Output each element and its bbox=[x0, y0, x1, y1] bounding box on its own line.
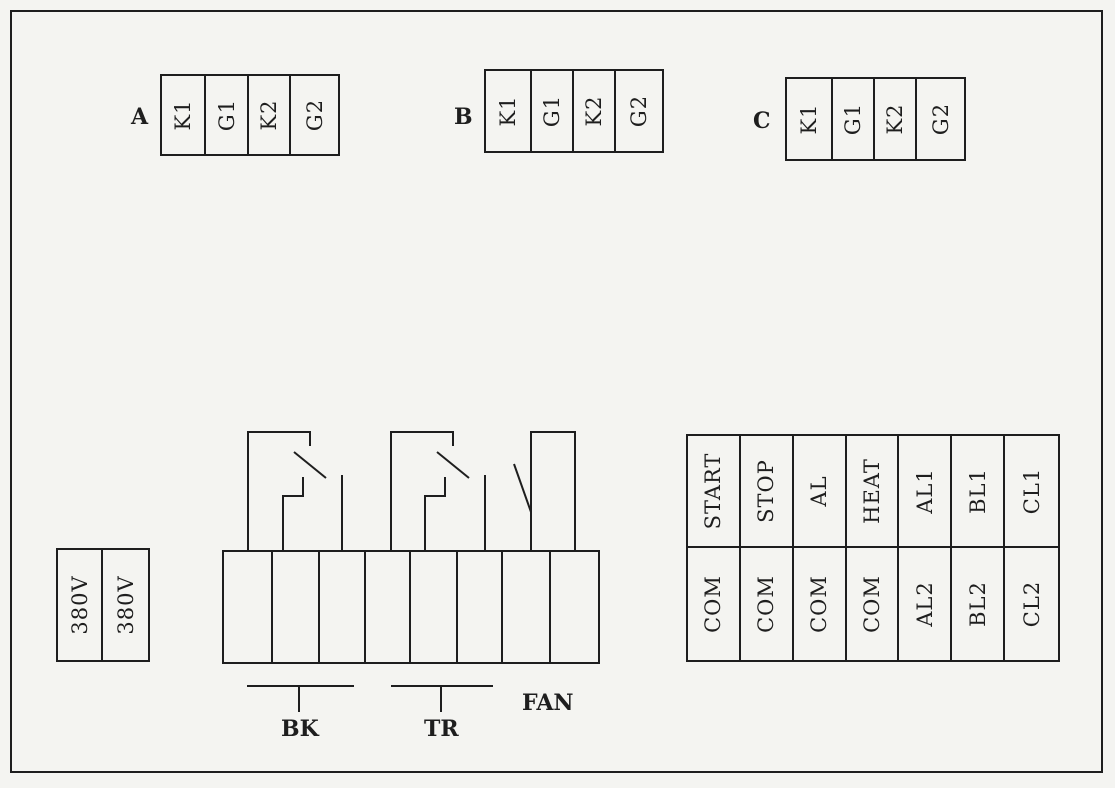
group-a-label: A bbox=[131, 104, 149, 130]
group-c-label: C bbox=[753, 108, 771, 134]
control-com-4: COM bbox=[847, 548, 900, 660]
control-al2: AL2 bbox=[899, 548, 953, 660]
relay-terminal-6 bbox=[458, 552, 504, 662]
terminal-a-k2: K2 bbox=[249, 76, 292, 154]
terminal-b-k2: K2 bbox=[574, 71, 617, 151]
control-al1: AL1 bbox=[899, 436, 953, 548]
control-com-2: COM bbox=[741, 548, 794, 660]
tr-switch-return bbox=[424, 477, 446, 552]
control-cl2: CL2 bbox=[1019, 580, 1044, 628]
terminal-c-g1: G1 bbox=[833, 79, 876, 159]
diagram-frame bbox=[10, 10, 1103, 773]
terminal-block-c: K1 G1 K2 G2 bbox=[785, 77, 966, 161]
terminal-b-k1: K1 bbox=[486, 71, 532, 151]
terminal-a-g1: G1 bbox=[206, 76, 250, 154]
terminal-block-b: K1 G1 K2 G2 bbox=[484, 69, 664, 153]
power-terminal-block: 380V 380V bbox=[56, 548, 150, 662]
terminal-b-g1: G1 bbox=[532, 71, 575, 151]
relay-terminal-1 bbox=[224, 552, 274, 662]
control-com-1: COM bbox=[688, 548, 741, 660]
relay-terminal-strip bbox=[222, 550, 600, 664]
bk-switch-wire bbox=[247, 431, 311, 552]
bk-switch-contact bbox=[293, 451, 327, 479]
terminal-block-a: K1 G1 K2 G2 bbox=[160, 74, 340, 156]
tr-label: TR bbox=[424, 716, 459, 742]
control-bl2: BL2 bbox=[952, 548, 1006, 660]
tr-switch-contact bbox=[436, 451, 470, 479]
control-stop: STOP bbox=[740, 436, 794, 548]
terminal-a-k1: K1 bbox=[162, 76, 207, 154]
control-terminal-block: START STOP AL HEAT AL1 BL1 CL1 COM COM C… bbox=[686, 434, 1060, 662]
control-bl1: BL1 bbox=[952, 436, 1006, 548]
bk-label: BK bbox=[281, 716, 319, 742]
fan-label: FAN bbox=[522, 690, 574, 716]
terminal-c-k2: K2 bbox=[875, 79, 918, 159]
terminal-c-k1: K1 bbox=[787, 79, 833, 159]
control-start: START bbox=[688, 436, 741, 548]
group-b-label: B bbox=[454, 104, 473, 130]
tr-switch-wire bbox=[390, 431, 454, 552]
control-al: AL bbox=[793, 436, 847, 548]
fan-switch-wire bbox=[530, 431, 576, 552]
bk-switch-return bbox=[282, 477, 304, 552]
relay-terminal-7 bbox=[503, 552, 551, 662]
fan-switch-contact bbox=[513, 463, 532, 513]
control-cl1: CL1 bbox=[1005, 436, 1058, 548]
relay-terminal-3 bbox=[320, 552, 367, 662]
control-com-3: COM bbox=[794, 548, 847, 660]
relay-terminal-4 bbox=[366, 552, 411, 662]
relay-terminal-2 bbox=[273, 552, 320, 662]
power-terminal-1: 380V bbox=[58, 550, 104, 660]
control-heat: HEAT bbox=[846, 436, 900, 548]
relay-terminal-5 bbox=[411, 552, 458, 662]
